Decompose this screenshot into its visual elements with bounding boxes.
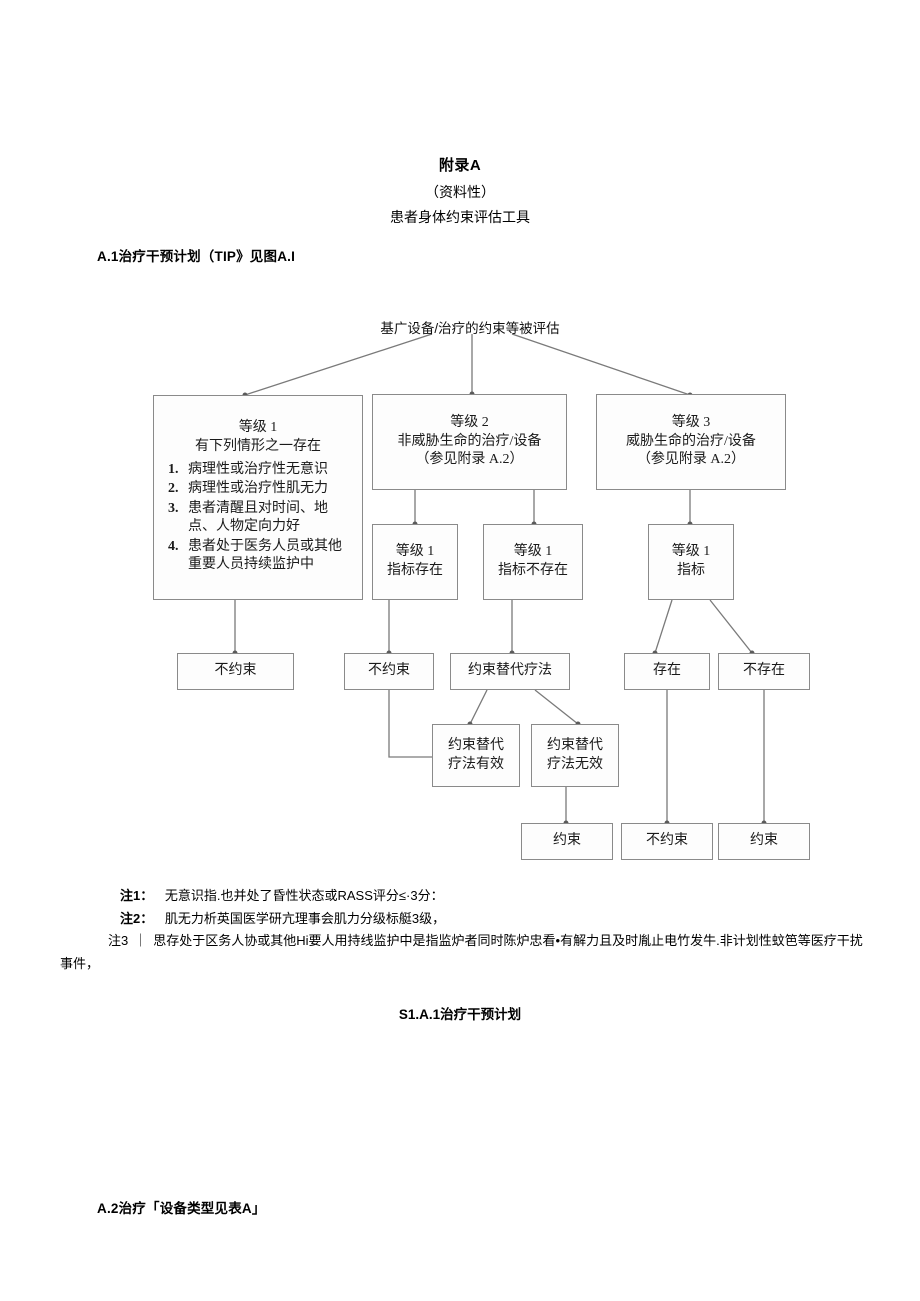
node-exists: 存在	[624, 653, 710, 690]
note-3: 注3 ｜ 思存处于区务人协或其他Hi要人用持线监护中是指监炉者同时陈炉忠看•有解力且…	[60, 930, 870, 976]
list-item: 1. 病理性或治疗性无意识	[168, 461, 354, 479]
level-1-title: 等级 1	[238, 420, 278, 436]
node-level-3: 等级 3 威胁生命的治疗/设备 （参见附录 A.2）	[596, 394, 786, 490]
note-3-text: 思存处于区务人协或其他Hi要人用持线监护中是指监炉者同时陈炉忠看•有解力且及时胤…	[153, 933, 772, 949]
note-2: 注2： 肌无力析英国医学研亢理事会肌力分级标艇3级，	[60, 907, 870, 930]
indicator-exists-line1: 等级 1	[395, 544, 435, 560]
level-3-line3: （参见附录 A.2）	[636, 452, 746, 468]
section-heading-a1: A.1治疗干预计划（TIP》见图A.I	[97, 249, 296, 264]
node-alt-ineffective: 约束替代 疗法无效	[531, 724, 619, 787]
alt-ineffective-line2: 疗法无效	[547, 756, 603, 772]
note-1-text: 无意识指.也并处了昏性状态或RASS评分≤·3分：	[164, 888, 444, 903]
level-2-title: 等级 2	[450, 414, 489, 430]
criteria-text: 患者处于医务人员或其他重要人员持续监护中	[188, 538, 342, 573]
page-title: 附录A	[438, 157, 482, 174]
node-indicator-exists: 等级 1 指标存在	[372, 524, 458, 600]
level-3-line2: 威胁生命的治疗/设备	[626, 433, 756, 449]
flowchart-connectors	[232, 333, 767, 826]
level-2-line3: （参见附录 A.2）	[415, 452, 524, 468]
node-alt-effective: 约束替代 疗法有效	[432, 724, 520, 787]
node-no-restraint-mid: 不约束	[344, 653, 434, 690]
criteria-number: 2.	[168, 481, 179, 497]
criteria-text: 病理性或治疗性肌无力	[188, 481, 328, 497]
node-not-exists: 不存在	[718, 653, 810, 690]
list-item: 3. 患者清醒且对时间、地点、人物定向力好	[168, 500, 354, 537]
criteria-text: 患者清醒且对时间、地点、人物定向力好	[188, 500, 328, 535]
flow-root-label: 基广设备/治疗的约束等被评估	[380, 321, 560, 336]
level-1-subtitle: 有下列情形之一存在	[195, 439, 321, 455]
level-1-criteria-list: 1. 病理性或治疗性无意识 2. 病理性或治疗性肌无力 3. 患者清醒且对时间、…	[156, 461, 360, 576]
level-2-line2: 非威胁生命的治疗/设备	[397, 433, 542, 449]
alt-effective-line2: 疗法有效	[448, 756, 504, 772]
node-indicator-not-exists: 等级 1 指标不存在	[483, 524, 583, 600]
node-outcome-no-restraint: 不约束	[621, 823, 713, 860]
section-heading-a2: A.2治疗「设备类型见表A」	[97, 1201, 266, 1216]
criteria-number: 1.	[168, 461, 179, 477]
document-subtitle-2: 患者身体约束评估工具	[390, 209, 530, 225]
note-1-label: 注1：	[120, 888, 154, 903]
criteria-number: 3.	[168, 500, 179, 516]
indicator-level3-line1: 等级 1	[671, 544, 711, 560]
figure-caption: S1.A.1治疗干预计划	[398, 1007, 522, 1022]
note-1: 注1： 无意识指.也并处了昏性状态或RASS评分≤·3分：	[60, 884, 870, 907]
node-level-1: 等级 1 有下列情形之一存在 1. 病理性或治疗性无意识 2. 病理性或治疗性肌…	[153, 395, 363, 600]
node-level-2: 等级 2 非威胁生命的治疗/设备 （参见附录 A.2）	[372, 394, 567, 490]
note-3-label: 注3	[108, 933, 129, 949]
flowchart: 基广设备/治疗的约束等被评估 等级 1 有下列情形之一存在 1. 病理性或治疗性…	[153, 321, 810, 860]
note-3-separator: ｜	[134, 933, 148, 949]
document-subtitle: （资料性）	[425, 184, 495, 200]
list-item: 4. 患者处于医务人员或其他重要人员持续监护中	[168, 538, 354, 575]
note-2-label: 注2：	[120, 911, 154, 927]
alt-ineffective-line1: 约束替代	[547, 737, 603, 753]
note-3-text-line2: 蚊笆等医疗干扰事件，	[60, 933, 863, 971]
indicator-not-exists-line1: 等级 1	[513, 544, 553, 560]
node-outcome-restraint-2: 约束	[718, 823, 810, 860]
notes-block: 注1： 无意识指.也并处了昏性状态或RASS评分≤·3分： 注2： 肌无力析英国…	[60, 884, 870, 976]
node-alt-therapy: 约束替代疗法	[450, 653, 570, 690]
note-2-text: 肌无力析英国医学研亢理事会肌力分级标艇3级，	[164, 911, 446, 927]
list-item: 2. 病理性或治疗性肌无力	[168, 480, 354, 498]
indicator-exists-line2: 指标存在	[387, 563, 443, 578]
node-outcome-restraint-1: 约束	[521, 823, 613, 860]
criteria-number: 4.	[168, 538, 179, 554]
node-no-restraint-left: 不约束	[177, 653, 294, 690]
alt-effective-line1: 约束替代	[448, 737, 504, 753]
node-indicator-level3: 等级 1 指标	[648, 524, 734, 600]
indicator-level3-line2: 指标	[677, 563, 705, 578]
level-3-title: 等级 3	[671, 414, 711, 430]
indicator-not-exists-line2: 指标不存在	[498, 563, 568, 578]
criteria-text: 病理性或治疗性无意识	[188, 461, 328, 477]
